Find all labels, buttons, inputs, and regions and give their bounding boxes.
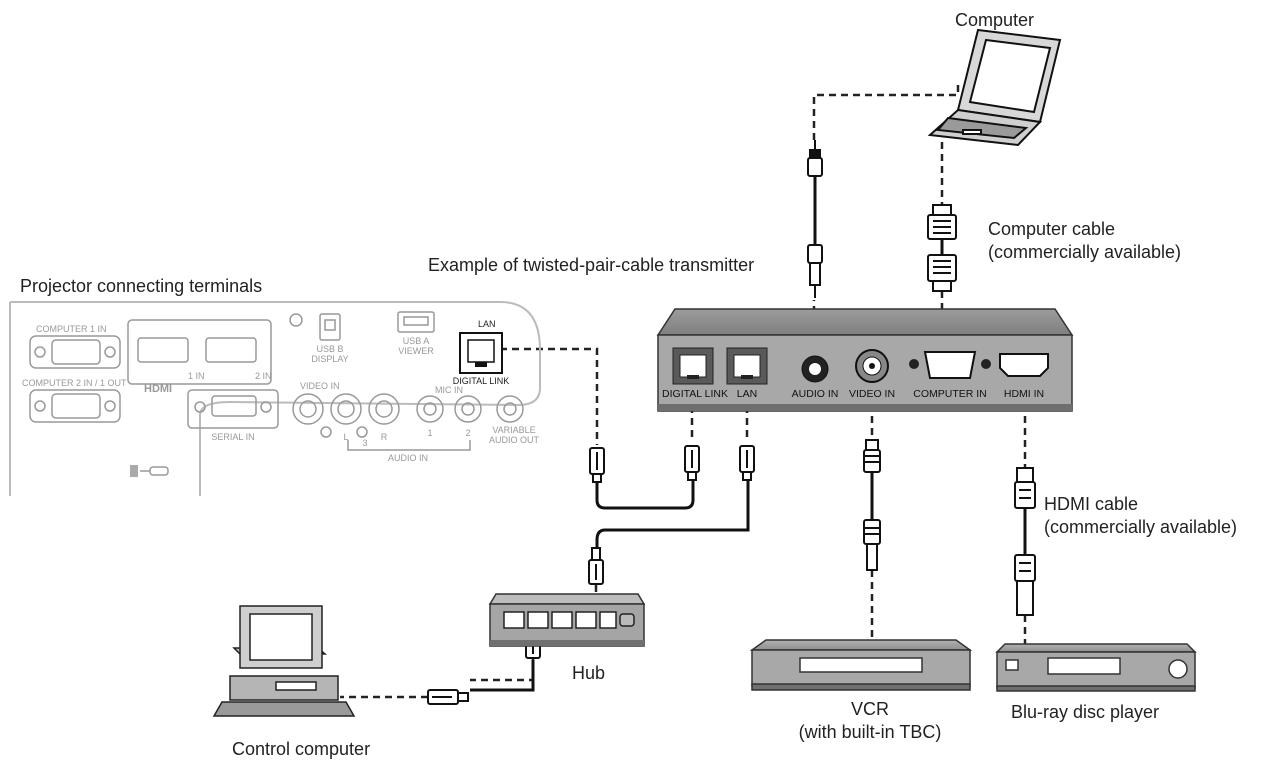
- pj-usb-a-label: USB A: [403, 336, 430, 346]
- laptop-illustration: [927, 28, 1062, 147]
- pj-audio-r-label: R: [381, 432, 388, 442]
- dl-loop-cable: [595, 480, 695, 510]
- transmitter-hdmi-port: [999, 353, 1049, 377]
- hdmi-plugs: [1014, 467, 1036, 616]
- transmitter-video-port: [855, 349, 889, 383]
- audio-plugs: [807, 140, 823, 298]
- transmitter-lan-port: [726, 347, 768, 385]
- rj45-plug: [739, 445, 755, 481]
- transmitter-computer-in-label: COMPUTER IN: [913, 388, 987, 400]
- pj-usb-b-label: USB B: [316, 344, 343, 354]
- transmitter-illustration: DIGITAL LINK LAN AUDIO IN VIDEO IN COMPU…: [656, 308, 1074, 412]
- transmitter-computer-port: [909, 351, 991, 379]
- control-computer-label: Control computer: [232, 739, 371, 759]
- vcr-illustration: [749, 639, 973, 691]
- rca-plug-top: [863, 439, 881, 473]
- transmitter-label: Example of twisted-pair-cable transmitte…: [428, 255, 755, 275]
- bluray-illustration: [995, 643, 1197, 692]
- pj-audio-3-label: 3: [362, 438, 367, 448]
- hdmi-plug-top: [1014, 467, 1036, 509]
- pj-usb-b-display-label: DISPLAY: [311, 354, 348, 364]
- transmitter-audio-in-label: AUDIO IN: [792, 388, 839, 400]
- rj45-plug: [684, 445, 700, 481]
- bluray-label: Blu-ray disc player: [1011, 702, 1160, 722]
- transmitter-hdmi-in-label: HDMI IN: [1004, 388, 1044, 400]
- computer-cable-sublabel: (commercially available): [988, 242, 1182, 262]
- pj-computer2-label: COMPUTER 2 IN / 1 OUT: [22, 378, 127, 388]
- vcr-sublabel: (with built-in TBC): [798, 722, 942, 742]
- hub-label: Hub: [572, 663, 606, 683]
- projector-lan-dashed: [500, 347, 599, 445]
- pj-audio-l-label: L: [343, 432, 348, 442]
- transmitter-lan-label: LAN: [737, 388, 757, 400]
- rj45-plug: [588, 547, 604, 585]
- pj-lan-label: LAN: [478, 319, 496, 329]
- projector-panel: COMPUTER 1 IN COMPUTER 2 IN / 1 OUT HDMI…: [9, 301, 541, 496]
- pj-audio-in-label: AUDIO IN: [388, 453, 428, 463]
- projector-ports: [29, 311, 524, 477]
- pc-lan-cable: [470, 660, 535, 692]
- audio-plug-bottom: [807, 244, 823, 298]
- lan-to-hub-cable: [595, 480, 750, 560]
- pj-video-in-label: VIDEO IN: [300, 381, 340, 391]
- computer-label: Computer: [955, 10, 1035, 30]
- projector-lan-port: [459, 332, 503, 374]
- hdmi-cable-sublabel: (commercially available): [1044, 517, 1238, 537]
- hdmi-plug-bottom: [1014, 554, 1036, 616]
- rca-plug-bottom: [863, 519, 881, 571]
- transmitter-audio-port: [801, 355, 829, 383]
- pj-hdmi-2in-label: 2 IN: [255, 371, 272, 381]
- pj-variable-label: VARIABLE: [492, 425, 535, 435]
- projector-terminals-label: Projector connecting terminals: [20, 276, 263, 296]
- projector-labels: COMPUTER 1 IN COMPUTER 2 IN / 1 OUT HDMI…: [22, 319, 539, 463]
- pj-serial-in-label: SERIAL IN: [211, 432, 254, 442]
- rj45-plug: [427, 689, 469, 705]
- vga-plug-top: [927, 204, 957, 240]
- transmitter-digital-link-port: [672, 347, 714, 385]
- vga-plugs: [927, 204, 957, 292]
- pj-audio-1-label: 1: [427, 428, 432, 438]
- pj-audio-2-label: 2: [465, 428, 470, 438]
- pj-mic-in-label: MIC IN: [435, 385, 463, 395]
- hdmi-cable-label: HDMI cable: [1044, 494, 1139, 514]
- pj-digital-link-label: DIGITAL LINK: [453, 376, 510, 386]
- pj-hdmi-1in-label: 1 IN: [188, 371, 205, 381]
- pj-computer1-label: COMPUTER 1 IN: [36, 324, 107, 334]
- vga-plug-bottom: [927, 254, 957, 292]
- transmitter-digital-link-label: DIGITAL LINK: [662, 388, 728, 400]
- rca-plugs: [863, 439, 881, 571]
- transmitter-video-in-label: VIDEO IN: [849, 388, 895, 400]
- rj45-plug: [589, 447, 605, 483]
- vcr-label: VCR: [850, 699, 889, 719]
- pj-usb-a-viewer-label: VIEWER: [398, 346, 434, 356]
- audio-plug-top: [807, 140, 823, 177]
- control-computer-illustration: [212, 605, 356, 717]
- pj-audio-out-label: AUDIO OUT: [489, 435, 540, 445]
- pj-hdmi-logo: HDMI: [144, 383, 172, 395]
- computer-cable-label: Computer cable: [988, 219, 1116, 239]
- audio-to-computer-dashed: [812, 80, 960, 140]
- hub-illustration: [488, 593, 646, 647]
